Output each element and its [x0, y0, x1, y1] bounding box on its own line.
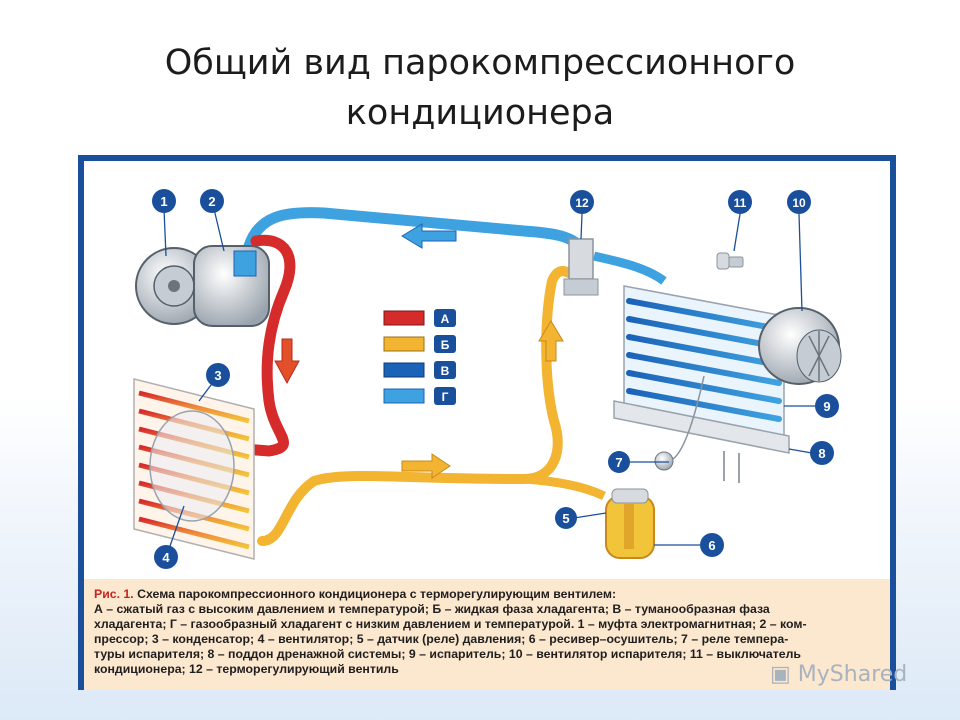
suction-line: [243, 207, 667, 285]
watermark-icon: ▣: [770, 662, 791, 687]
figure-frame: А Б В Г: [78, 155, 896, 690]
caption-line3: прессор; 3 – конденсатор; 4 – вентилятор…: [94, 632, 789, 646]
ac-diagram: А Б В Г: [133, 189, 842, 569]
caption-title-line: Рис. 1. Схема парокомпрессионного кондиц…: [94, 587, 880, 602]
legend-swatch-g: [383, 388, 425, 404]
watermark: ▣ MyShared: [770, 662, 907, 687]
flow-arrow-bottom: [401, 453, 451, 479]
legend-label-b: Б: [441, 338, 450, 352]
flow-arrow-up: [538, 320, 564, 362]
legend-swatch-a: [383, 310, 425, 326]
callout-3-label: 3: [214, 368, 221, 383]
callout-10: 10: [787, 190, 811, 214]
callouts: 1 2 3 4 5 6 7 8 9 10 11 12: [152, 189, 839, 569]
caption-figure-label: Рис. 1.: [94, 587, 134, 601]
liquid-line: [257, 266, 607, 546]
callout-12-label: 12: [575, 196, 589, 210]
slide-title-line1: Общий вид парокомпрессионного: [164, 43, 796, 83]
legend-swatch-v: [383, 362, 425, 378]
legend-label-v: В: [441, 364, 450, 378]
callout-11: 11: [728, 190, 752, 214]
condenser-fan: [149, 410, 235, 522]
callout-9-label: 9: [823, 399, 830, 414]
legend: А Б В Г: [383, 309, 456, 405]
callout-9: 9: [815, 394, 839, 418]
callout-8-label: 8: [818, 446, 825, 461]
compressor: [135, 245, 270, 327]
caption-line5: кондиционера; 12 – терморегулирующий вен…: [94, 662, 399, 676]
callout-1-label: 1: [160, 194, 167, 209]
caption-line2: хладагента; Г – газообразный хладагент с…: [94, 617, 807, 631]
callout-2-label: 2: [208, 194, 215, 209]
callout-6: 6: [700, 533, 724, 557]
figure-inner: А Б В Г: [84, 161, 890, 690]
flow-arrow-top: [401, 223, 457, 249]
callout-11-label: 11: [734, 196, 747, 210]
evaporator: [613, 285, 790, 483]
callout-12: 12: [570, 190, 594, 214]
callout-1: 1: [152, 189, 176, 213]
evaporator-fan: [758, 307, 842, 385]
callout-7-label: 7: [615, 455, 622, 470]
callout-5: 5: [555, 507, 577, 529]
expansion-valve: [563, 238, 599, 296]
condenser: [133, 378, 255, 560]
slide-title-line2: кондиционера: [345, 93, 615, 133]
slide-title: Общий вид парокомпрессионного кондиционе…: [0, 38, 960, 138]
compressor-body: [193, 245, 270, 327]
callout-4-label: 4: [162, 550, 170, 565]
callout-3: 3: [206, 363, 230, 387]
callout-10-label: 10: [792, 196, 806, 210]
caption-title: Схема парокомпрессионного кондиционера с…: [137, 587, 617, 601]
callout-5-label: 5: [562, 511, 569, 526]
temp-relay: [654, 375, 705, 471]
ac-switch: [716, 252, 744, 270]
callout-8: 8: [810, 441, 834, 465]
drain-pan: [613, 400, 790, 454]
watermark-text: MyShared: [797, 662, 908, 687]
legend-label-g: Г: [442, 390, 449, 404]
legend-label-a: А: [441, 312, 450, 326]
callout-leaders: [163, 208, 817, 550]
figure-caption: Рис. 1. Схема парокомпрессионного кондиц…: [84, 579, 890, 690]
receiver-drier: [605, 488, 655, 559]
caption-line1: А – сжатый газ с высоким давлением и тем…: [94, 602, 770, 616]
callout-4: 4: [154, 545, 178, 569]
caption-line4: туры испарителя; 8 – поддон дренажной си…: [94, 647, 801, 661]
callout-7: 7: [608, 451, 630, 473]
legend-swatch-b: [383, 336, 425, 352]
discharge-line: [238, 234, 296, 457]
callout-2: 2: [200, 189, 224, 213]
callout-6-label: 6: [708, 538, 715, 553]
flow-arrow-down: [274, 338, 300, 385]
